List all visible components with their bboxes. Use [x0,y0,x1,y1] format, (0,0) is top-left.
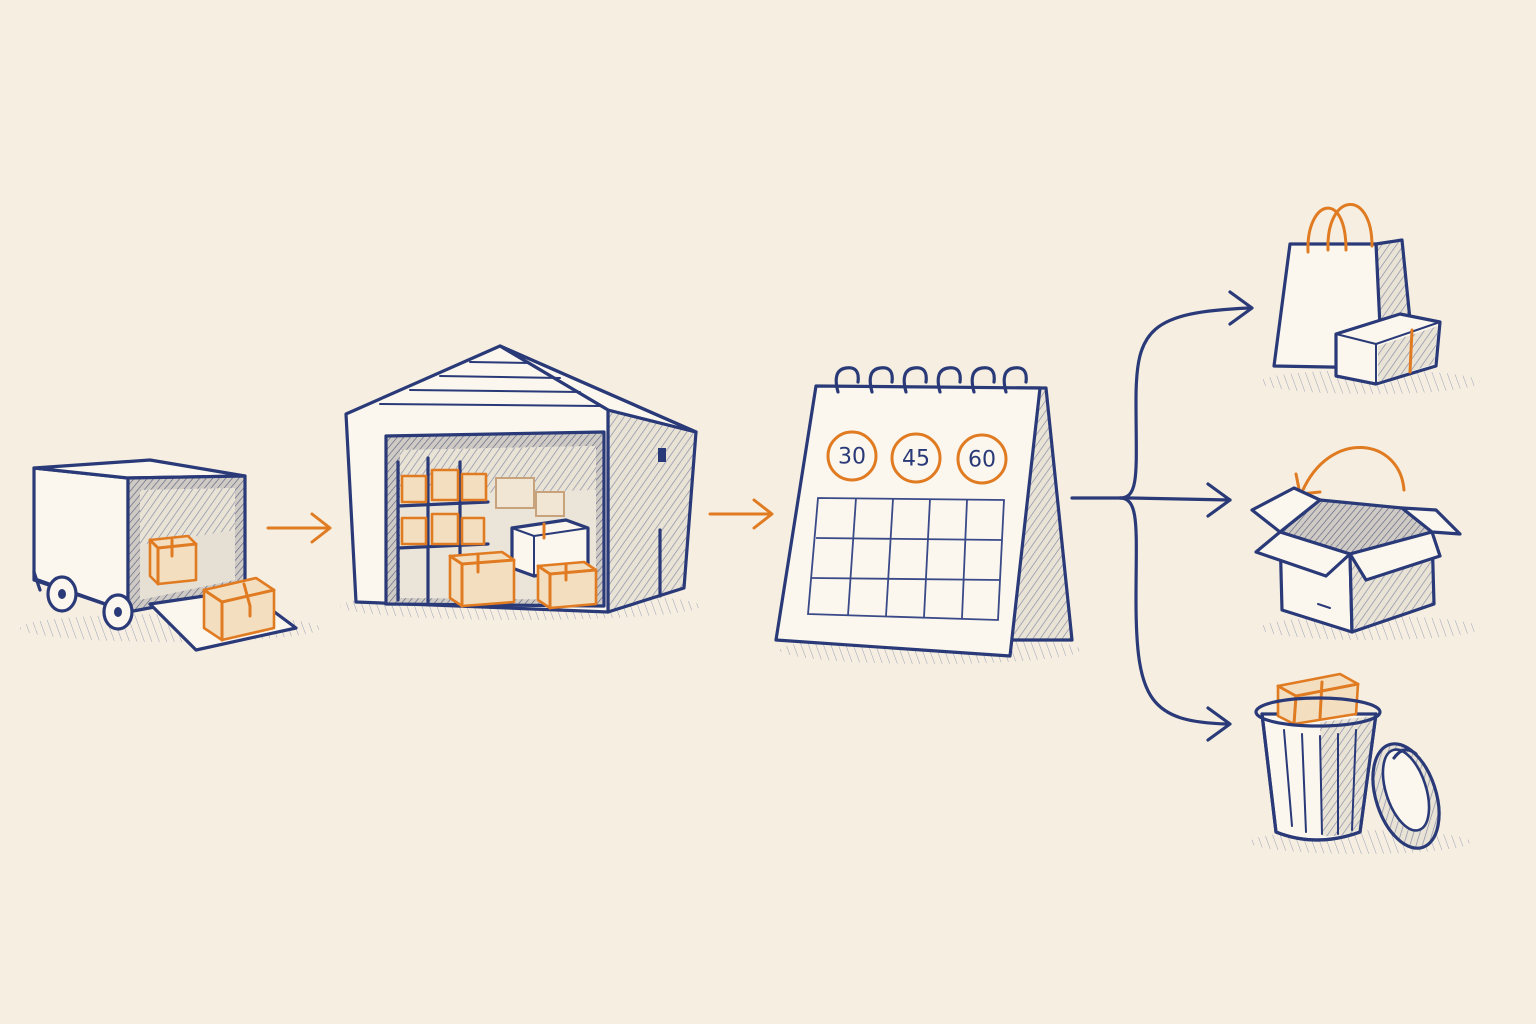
badge-30: 30 [826,430,878,482]
delivery-truck-icon [20,458,320,652]
trash-can-icon [1250,672,1470,854]
badge-60-label: 60 [968,448,996,473]
badge-45-label: 45 [902,447,930,472]
calendar-icon: 30 45 60 [774,366,1080,664]
branch-arrows [1070,290,1254,742]
calendar-grid [807,497,1005,621]
flow-arrow-2 [708,498,774,530]
badge-60: 60 [956,433,1008,485]
return-box-icon [1250,446,1480,640]
warehouse-icon [340,344,700,620]
flow-arrow-1 [266,512,332,544]
shopping-bag-icon [1260,203,1480,394]
badge-30-label: 30 [838,445,866,470]
badge-45: 45 [890,432,942,484]
